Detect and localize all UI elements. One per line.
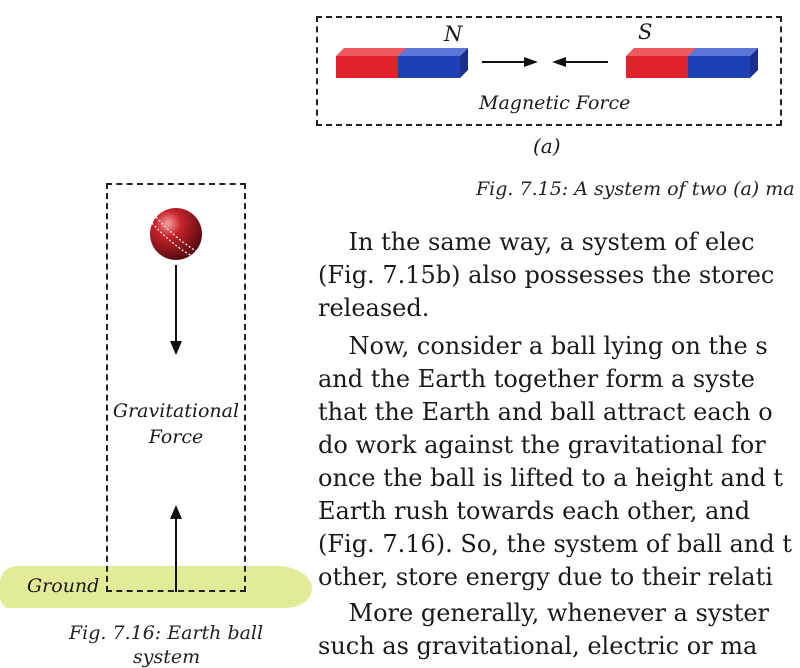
magnet-figure-drawing — [336, 48, 758, 78]
sub-figure-label-a: (a) — [533, 134, 561, 158]
gravitational-label-line1: Gravitational — [112, 400, 240, 422]
body-line-7: do work against the gravitational for — [318, 431, 766, 459]
pole-label-s: S — [638, 20, 653, 44]
downward-force-arrow — [170, 265, 182, 355]
body-line-5: and the Earth together form a syste — [318, 365, 755, 393]
body-line-9: Earth rush towards each other, and — [318, 497, 751, 525]
ground-strip — [0, 566, 312, 608]
figure-7-15-caption: Fig. 7.15: A system of two (a) ma — [476, 178, 795, 200]
body-line-6: that the Earth and ball attract each o — [318, 398, 773, 426]
earth-ball-drawing — [150, 208, 202, 592]
right-magnet — [626, 48, 758, 78]
gravitational-force-label: Gravitational Force — [106, 398, 246, 450]
body-line-1: In the same way, a system of elec — [318, 228, 755, 256]
left-magnet — [336, 48, 468, 78]
upward-force-arrow — [170, 505, 182, 592]
attraction-arrows — [482, 57, 608, 67]
body-line-11: other, store energy due to their relati — [318, 563, 773, 591]
magnetic-force-label: Magnetic Force — [479, 92, 631, 114]
body-line-12: More generally, whenever a syster — [318, 599, 770, 627]
body-line-4: Now, consider a ball lying on the s — [318, 332, 768, 360]
body-line-13: such as gravitational, electric or ma — [318, 632, 758, 660]
gravitational-label-line2: Force — [148, 426, 204, 448]
body-line-10: (Fig. 7.16). So, the system of ball and … — [318, 530, 792, 558]
body-line-2: (Fig. 7.15b) also possesses the storec — [318, 261, 775, 289]
body-line-8: once the ball is lifted to a height and … — [318, 464, 783, 492]
figure-7-16-caption-line1: Fig. 7.16: Earth ball — [69, 622, 264, 644]
figure-7-16-caption-line2: system — [133, 646, 201, 668]
body-line-3: released. — [318, 294, 430, 322]
magnet-figure-frame — [316, 16, 782, 126]
cricket-ball-icon — [150, 208, 202, 260]
pole-label-n: N — [444, 22, 463, 46]
ground-label: Ground — [27, 575, 100, 597]
